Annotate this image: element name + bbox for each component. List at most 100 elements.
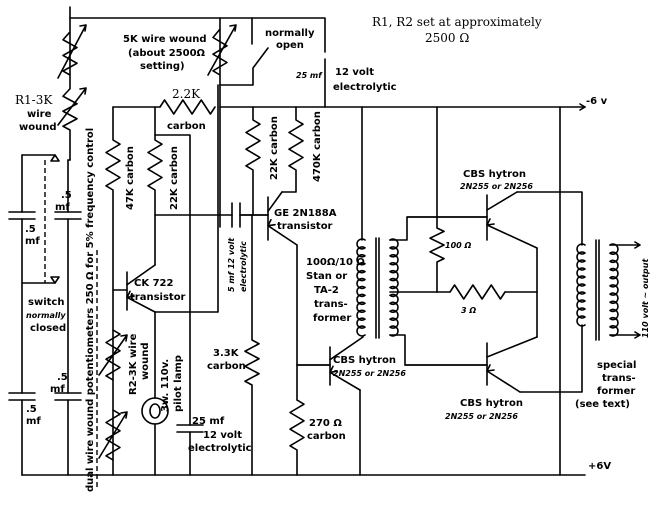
cap-05-d-value: .5 (26, 404, 37, 415)
r-2-2k-type: carbon (167, 121, 206, 132)
r-2-2k (159, 99, 216, 115)
cap-bottom-type: electrolytic (188, 443, 252, 454)
r1-arrow2 (57, 87, 87, 126)
r2-arrow2 (98, 411, 128, 459)
ge-label: GE 2N188A (274, 208, 337, 219)
xfmr1-label4: trans- (314, 299, 348, 310)
xfmr1-core (375, 237, 380, 339)
switch-closed-label: switch (28, 297, 64, 308)
r2-label2: wound (140, 342, 151, 380)
ck722-label2: transistor (130, 292, 186, 303)
r1-label2: wire (27, 109, 52, 120)
r1-arrow (57, 24, 87, 79)
cbs-top-emitter (486, 218, 538, 249)
neg-rail-arrow (579, 103, 586, 111)
switch-closed-label3: closed (30, 323, 66, 334)
switch-open-label: normally (265, 28, 315, 39)
lamp-filament (149, 403, 161, 419)
wires (21, 17, 641, 476)
cap-05-b-value: .5 (25, 224, 36, 235)
cap-5mf-label: 5 mf 12 volt (227, 237, 236, 292)
cap-05-a-unit: mf (55, 202, 70, 213)
switch-open-label2: open (276, 40, 304, 51)
r-270-type: carbon (307, 431, 346, 442)
xfmr2-label3: former (597, 386, 635, 397)
ck722-emitter (126, 290, 156, 313)
left-column-a (21, 154, 56, 284)
cap-5mf (231, 202, 241, 228)
r1-label3: wound (19, 122, 57, 133)
xfmr2-core (595, 239, 600, 341)
wire-22k-node (154, 106, 191, 476)
cap-top-volt: 12 volt (335, 67, 374, 78)
r2-arrow (98, 334, 128, 376)
cap-05-c-value: .5 (57, 372, 68, 383)
xfmr1-label3: TA-2 (314, 285, 339, 296)
cap-bottom-volt: 12 volt (203, 430, 242, 441)
wire-xfmr2 (516, 106, 583, 476)
cap-05-a-value: .5 (61, 190, 72, 201)
r-270 (289, 399, 305, 476)
r-470k (281, 106, 304, 193)
r-3-label: 3 Ω (461, 306, 476, 315)
rail-neg-label: -6 v (586, 96, 608, 107)
r1-label: R1-3K (15, 93, 53, 107)
pot-5k-arrow (207, 24, 237, 76)
components (8, 6, 619, 490)
cap-bottom-value: 25 mf (192, 416, 225, 427)
cap-05-b (8, 211, 36, 220)
pot-5k-label3: setting) (140, 61, 185, 72)
pilot-lamp-icon (141, 397, 169, 425)
r-2-2k-value: 2.2K (172, 87, 201, 101)
r-470k-label: 470K carbon (312, 111, 323, 182)
xfmr1-label5: former (313, 313, 351, 324)
r-100 (429, 106, 445, 293)
xfmr2-label1: special (597, 360, 636, 371)
cbs-mid-collector (329, 336, 364, 361)
cbs-top-part: 2N255 or 2N256 (460, 182, 533, 191)
cbs-top-collector (486, 191, 518, 211)
ck722-label: CK 722 (134, 278, 173, 289)
cbs-bottom-collector (486, 336, 538, 358)
r-270-value: 270 Ω (309, 418, 342, 429)
labels: R1, R2 set at approximately 2500 Ω 5K wi… (15, 15, 650, 492)
switch-closed-label2: normally (26, 311, 66, 320)
r-47k-label: 47K carbon (125, 146, 136, 210)
cap-top-value: 25 mf (296, 71, 323, 80)
cbs-top-label: CBS hytron (463, 169, 526, 180)
cbs-mid-label: CBS hytron (333, 355, 396, 366)
xfmr2-label4: (see text) (575, 399, 630, 410)
r-22k-b (245, 106, 261, 216)
xfmr2-primary (576, 243, 586, 327)
pot-5k-label: 5K wire wound (123, 34, 207, 45)
ge-label2: transistor (277, 221, 333, 232)
note-line1: R1, R2 set at approximately (372, 15, 542, 29)
dual-pot-label: dual wire wound potentiometers 250 Ω for… (85, 128, 96, 492)
xfmr1-label1: 100Ω/10 Ω (306, 257, 365, 268)
r2-label: R2-3K wire (128, 333, 139, 395)
wire-xfmr1-secondary (389, 216, 488, 366)
xfmr1-secondary (389, 238, 399, 337)
cap-5mf-label2: electrolytic (239, 241, 248, 292)
cap-05-d (8, 392, 36, 401)
xfmr1-primary (356, 238, 366, 337)
lamp-label2: pilot lamp (173, 355, 184, 412)
r-3-3k-type: carbon (207, 361, 246, 372)
cap-05-b-unit: mf (25, 236, 40, 247)
xfmr2-label2: trans- (602, 373, 636, 384)
r1-pot (62, 6, 78, 161)
xfmr2-secondary (609, 243, 619, 337)
pot-5k (212, 17, 228, 228)
cbs-bottom-part: 2N255 or 2N256 (445, 412, 518, 421)
cap-05-c (54, 392, 82, 401)
cbs-bottom-label: CBS hytron (460, 398, 523, 409)
r-3 (449, 284, 506, 300)
cap-05-d-unit: mf (26, 416, 41, 427)
top-wire (69, 17, 326, 108)
xfmr1-label2: Stan or (306, 271, 347, 282)
output-leads (609, 241, 641, 339)
cap-05-a (54, 211, 82, 220)
lamp-label: 3w. 110v. (160, 359, 171, 412)
